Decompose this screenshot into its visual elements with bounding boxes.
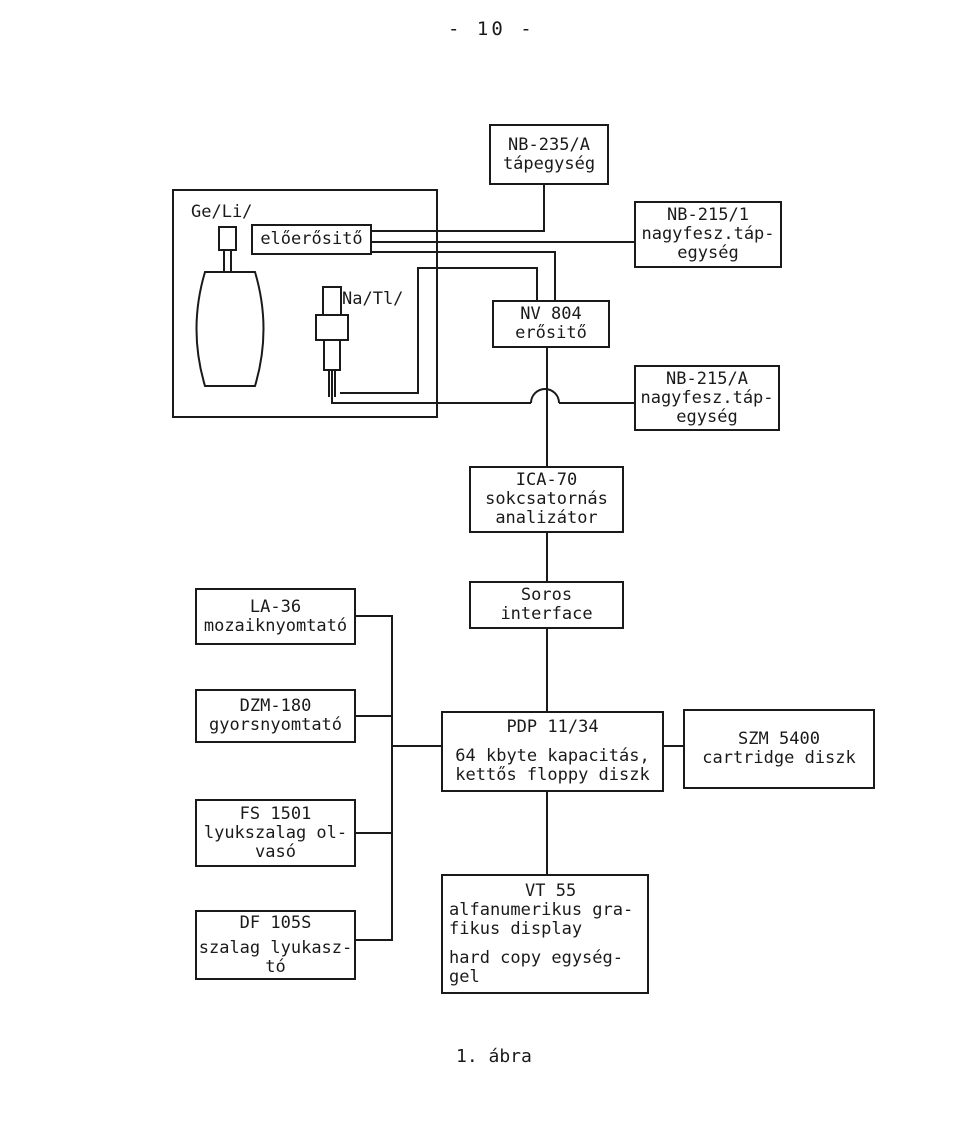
df1055-line-1: DF 105S: [239, 912, 312, 933]
ica70-box: ICA-70 sokcsatornás analizátor: [469, 466, 624, 533]
szm-line-2: cartridge diszk: [702, 748, 856, 768]
soros-interface-box: Soros interface: [469, 581, 624, 629]
nv804-line-1: NV 804: [520, 304, 582, 324]
detector-enclosure: [172, 189, 438, 418]
la36-line-2: mozaiknyomtató: [203, 615, 348, 636]
pdp-line-3: kettős floppy diszk: [455, 765, 650, 785]
la36-line-1: LA-36: [249, 596, 302, 617]
nb215-a-line-1: NB-215/A: [666, 368, 748, 389]
page-number: - 10 -: [448, 18, 535, 40]
vt55-line-4: hard copy egység-: [449, 947, 623, 968]
figure-caption: 1. ábra: [456, 1046, 532, 1067]
dzm180-line-1: DZM-180: [239, 696, 312, 716]
dzm180-box: DZM-180 gyorsnyomtató: [195, 689, 356, 743]
df1055-line-3: tó: [265, 956, 286, 977]
szm-box: SZM 5400 cartridge diszk: [683, 709, 875, 789]
soros-line-2: interface: [500, 604, 593, 624]
preamp-box: előerősitő: [251, 224, 372, 255]
nv804-box: NV 804 erősitő: [492, 300, 610, 348]
nb215-1-line-2: nagyfesz.táp-: [641, 224, 775, 244]
szm-line-1: SZM 5400: [738, 729, 820, 749]
fs1501-line-1: FS 1501: [239, 803, 312, 824]
df1055-line-2: szalag lyukasz-: [198, 937, 353, 958]
preamp-label: előerősitő: [260, 229, 363, 249]
fs1501-line-3: vasó: [255, 841, 296, 862]
la36-box: LA-36 mozaiknyomtató: [195, 588, 356, 645]
pdp-line-2: 64 kbyte kapacitás,: [455, 746, 650, 766]
nv804-line-2: erősitő: [515, 323, 587, 343]
pdp-line-1: PDP 11/34: [506, 717, 599, 737]
na-tl-label: Na/Tl/: [342, 289, 404, 309]
df1055-box: DF 105S szalag lyukasz- tó: [195, 910, 356, 980]
vt55-line-3: fikus display: [449, 918, 583, 939]
nb215-1-line-3: egység: [677, 243, 739, 263]
ge-li-label: Ge/Li/: [191, 202, 253, 222]
vt55-line-1: VT 55: [525, 880, 577, 901]
nb235-line-1: NB-235/A: [508, 134, 590, 155]
vt55-box: VT 55 alfanumerikus gra- fikus display h…: [441, 874, 649, 994]
soros-line-1: Soros: [520, 585, 573, 605]
vt55-line-2: alfanumerikus gra-: [449, 899, 634, 920]
vt55-line-5: gel: [449, 966, 480, 987]
nb215-a-box: NB-215/A nagyfesz.táp- egység: [634, 365, 780, 431]
nb215-1-box: NB-215/1 nagyfesz.táp- egység: [634, 201, 782, 268]
ica70-line-1: ICA-70: [515, 470, 578, 490]
nb215-a-line-3: egység: [676, 406, 738, 427]
ica70-line-3: analizátor: [495, 508, 598, 528]
dzm180-line-2: gyorsnyomtató: [208, 715, 343, 735]
nb235-line-2: tápegység: [502, 153, 596, 174]
pdp-box: PDP 11/34 64 kbyte kapacitás, kettős flo…: [441, 711, 664, 792]
nb215-a-line-2: nagyfesz.táp-: [640, 387, 774, 408]
nb235-box: NB-235/A tápegység: [489, 124, 609, 185]
fs1501-box: FS 1501 lyukszalag ol- vasó: [195, 799, 356, 867]
ica70-line-2: sokcsatornás: [485, 489, 608, 509]
fs1501-line-2: lyukszalag ol-: [203, 822, 348, 843]
nb215-1-line-1: NB-215/1: [667, 205, 749, 225]
